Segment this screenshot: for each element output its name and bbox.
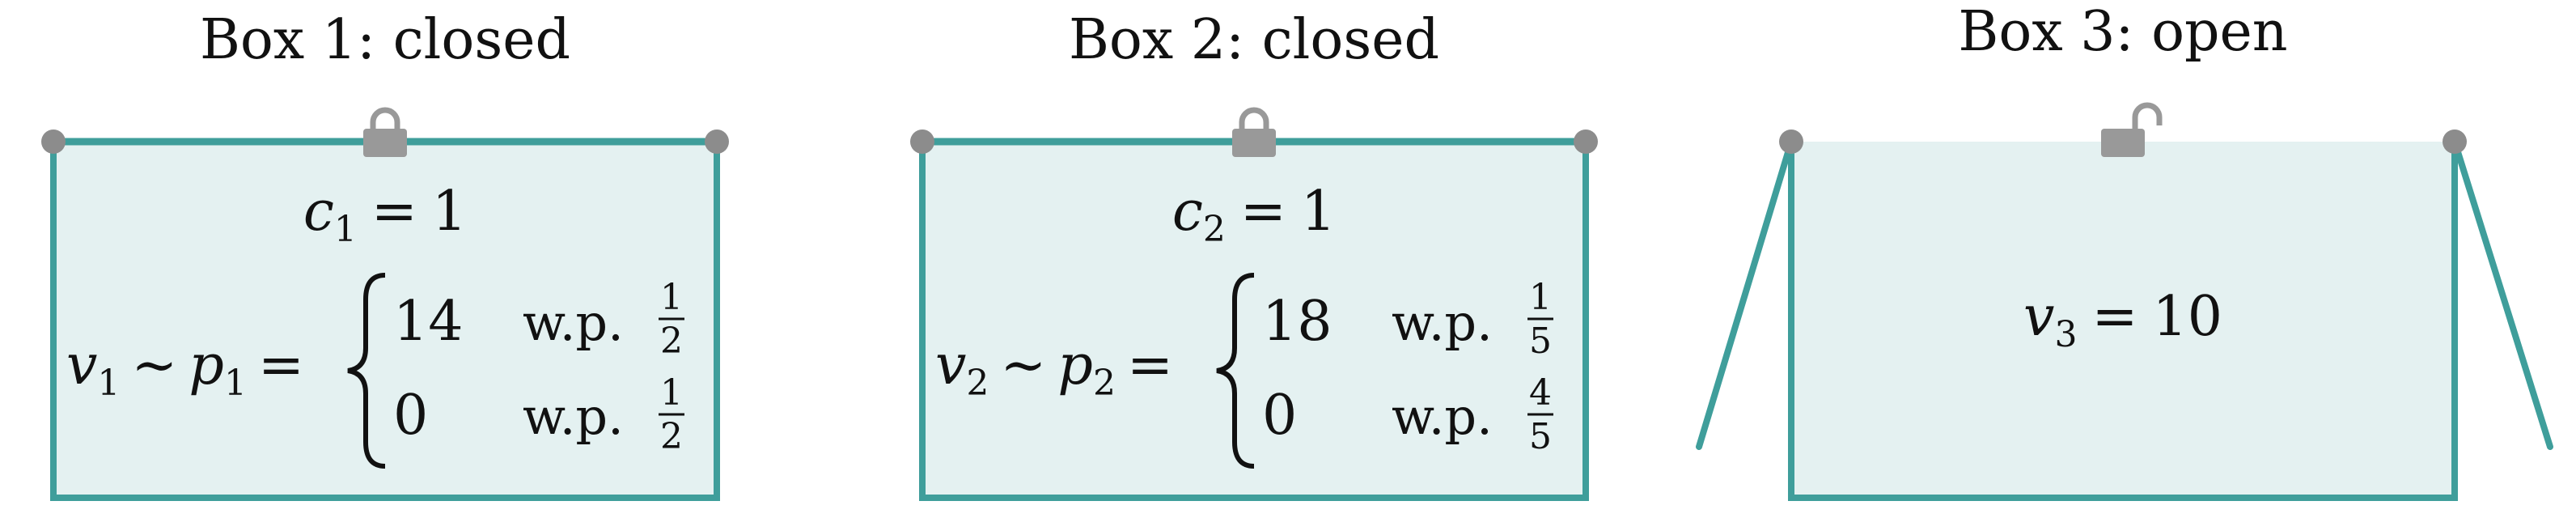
box-1: c1=1 v1∼p1= 14 w.p. 1 2 0 w.p. 1 2 <box>41 107 729 501</box>
box-1-case-1-num: 1 <box>660 277 683 318</box>
lock-open-icon <box>2101 102 2163 157</box>
box-1-case-1-den: 2 <box>660 321 683 362</box>
lock-closed-icon <box>363 107 407 157</box>
box-1-body <box>50 138 720 501</box>
box-1-hinge-left <box>41 130 66 154</box>
box-2-hinge-left <box>910 130 934 154</box>
box-2-cost: c2=1 <box>1172 180 1336 250</box>
box-3: v3=10 <box>1696 102 2553 501</box>
box-3-hinge-right <box>2443 130 2467 154</box>
box-2-hinge-right <box>1574 130 1598 154</box>
box-2-body <box>919 138 1589 501</box>
box-2-case-1-value: 18 <box>1262 290 1332 354</box>
box-3-flap-right <box>2451 138 2553 450</box>
box-2-brace <box>1216 273 1255 469</box>
box-2-case-2-wp: w.p. <box>1392 387 1493 446</box>
box-1-case-2-value: 0 <box>393 384 428 448</box>
box-1-case-1-value: 14 <box>393 290 464 354</box>
box-1-case-2-num: 1 <box>660 372 683 414</box>
box-2-case-2-num: 4 <box>1529 372 1552 414</box>
box-2-case-1-den: 5 <box>1529 321 1552 362</box>
box-1-cost: c1=1 <box>303 180 467 250</box>
box-1-value-lhs: v1∼p1= <box>66 333 304 404</box>
lock-closed-icon <box>1232 107 1276 157</box>
box-3-walls <box>1788 142 2458 501</box>
box-2-case-2-den: 5 <box>1529 416 1552 457</box>
box-3-value: v3=10 <box>2023 285 2222 355</box>
box-1-brace <box>347 273 386 469</box>
box-1-title: Box 1: closed <box>199 8 571 72</box>
box-3-flap-left <box>1696 138 1794 450</box>
box-2-title: Box 2: closed <box>1068 8 1440 72</box>
box-3-hinge-left <box>1779 130 1803 154</box>
box-1-case-2-den: 2 <box>660 416 683 457</box>
box-1-case-2-wp: w.p. <box>523 387 624 446</box>
box-2-case-2-value: 0 <box>1262 384 1297 448</box>
box-1-case-1-wp: w.p. <box>523 293 624 352</box>
box-2-case-1-wp: w.p. <box>1392 293 1493 352</box>
box-2-case-1-num: 1 <box>1529 277 1552 318</box>
box-2: c2=1 v2∼p2= 18 w.p. 1 5 0 w.p. 4 5 <box>910 107 1598 501</box>
box-2-value-lhs: v2∼p2= <box>935 333 1173 404</box>
box-1-hinge-right <box>705 130 729 154</box>
box-3-title: Box 3: open <box>1958 0 2288 64</box>
box-3-body <box>1791 142 2455 498</box>
